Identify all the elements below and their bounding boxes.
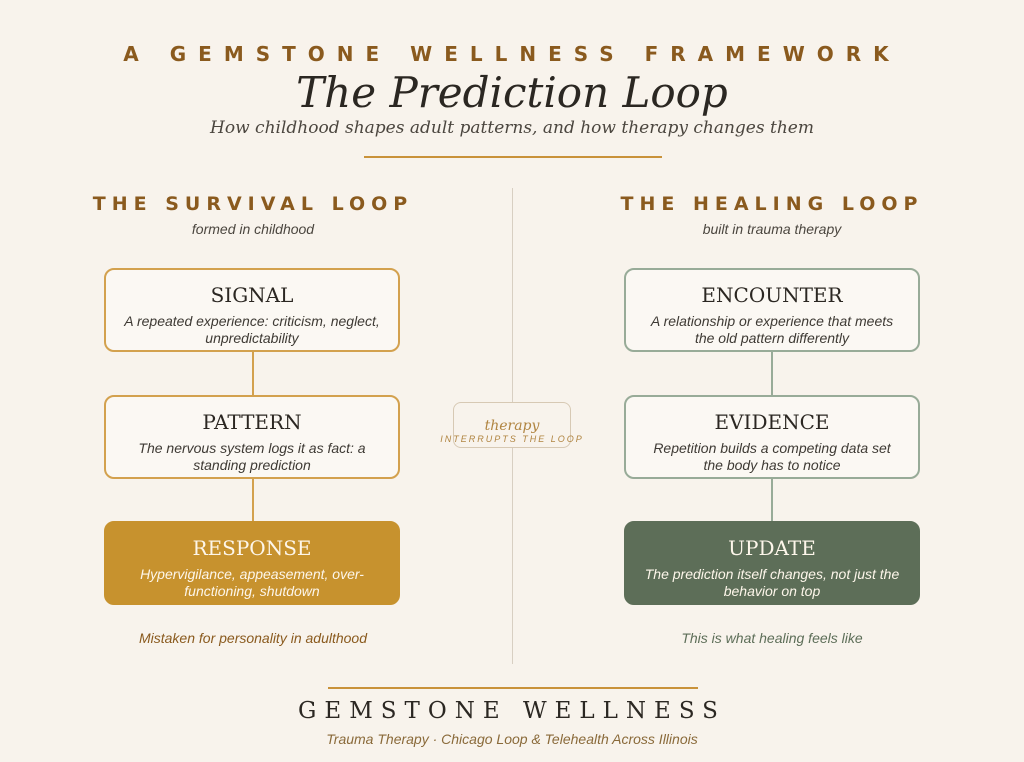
brand-tagline: Trauma Therapy · Chicago Loop & Teleheal… bbox=[326, 731, 698, 747]
survival-loop-heading: THE SURVIVAL LOOP bbox=[92, 193, 414, 215]
brand-name: GEMSTONE WELLNESS bbox=[298, 698, 726, 724]
therapy-badge bbox=[453, 402, 571, 448]
signal-description: A repeated experience: criticism, neglec… bbox=[124, 313, 380, 346]
survival-connector-2 bbox=[252, 479, 254, 521]
survival-loop-subheading: formed in childhood bbox=[191, 221, 315, 237]
healing-loop-subheading: built in trauma therapy bbox=[702, 221, 842, 237]
pattern-box: PATTERN The nervous system logs it as fa… bbox=[104, 395, 400, 479]
survival-note: Mistaken for personality in adulthood bbox=[138, 630, 368, 646]
therapy-caption: INTERRUPTS THE LOOP bbox=[440, 434, 584, 444]
evidence-title: EVIDENCE bbox=[714, 410, 830, 434]
update-title: UPDATE bbox=[728, 536, 816, 560]
healing-connector-2 bbox=[771, 479, 773, 521]
header-divider bbox=[364, 156, 662, 158]
update-box: UPDATE The prediction itself changes, no… bbox=[624, 521, 920, 605]
signal-box: SIGNAL A repeated experience: criticism,… bbox=[104, 268, 400, 352]
response-description: Hypervigilance, appeasement, over-functi… bbox=[140, 566, 364, 599]
footer-divider bbox=[328, 687, 698, 689]
healing-connector-1 bbox=[771, 352, 773, 395]
update-description: The prediction itself changes, not just … bbox=[644, 566, 900, 599]
evidence-description: Repetition builds a competing data set t… bbox=[653, 440, 891, 473]
page-subtitle: How childhood shapes adult patterns, and… bbox=[210, 118, 814, 138]
survival-connector-1 bbox=[252, 352, 254, 395]
healing-loop-heading: THE HEALING LOOP bbox=[620, 193, 924, 215]
encounter-title: ENCOUNTER bbox=[701, 283, 843, 307]
therapy-label: therapy bbox=[484, 418, 540, 434]
signal-title: SIGNAL bbox=[210, 283, 294, 307]
encounter-description: A relationship or experience that meets … bbox=[650, 313, 894, 346]
evidence-box: EVIDENCE Repetition builds a competing d… bbox=[624, 395, 920, 479]
encounter-box: ENCOUNTER A relationship or experience t… bbox=[624, 268, 920, 352]
response-title: RESPONSE bbox=[192, 536, 312, 560]
response-box: RESPONSE Hypervigilance, appeasement, ov… bbox=[104, 521, 400, 605]
pattern-title: PATTERN bbox=[202, 410, 302, 434]
healing-note: This is what healing feels like bbox=[681, 630, 863, 646]
page-title: The Prediction Loop bbox=[296, 68, 728, 117]
pattern-description: The nervous system logs it as fact: a st… bbox=[138, 440, 366, 473]
framework-kicker: A GEMSTONE WELLNESS FRAMEWORK bbox=[123, 42, 901, 66]
